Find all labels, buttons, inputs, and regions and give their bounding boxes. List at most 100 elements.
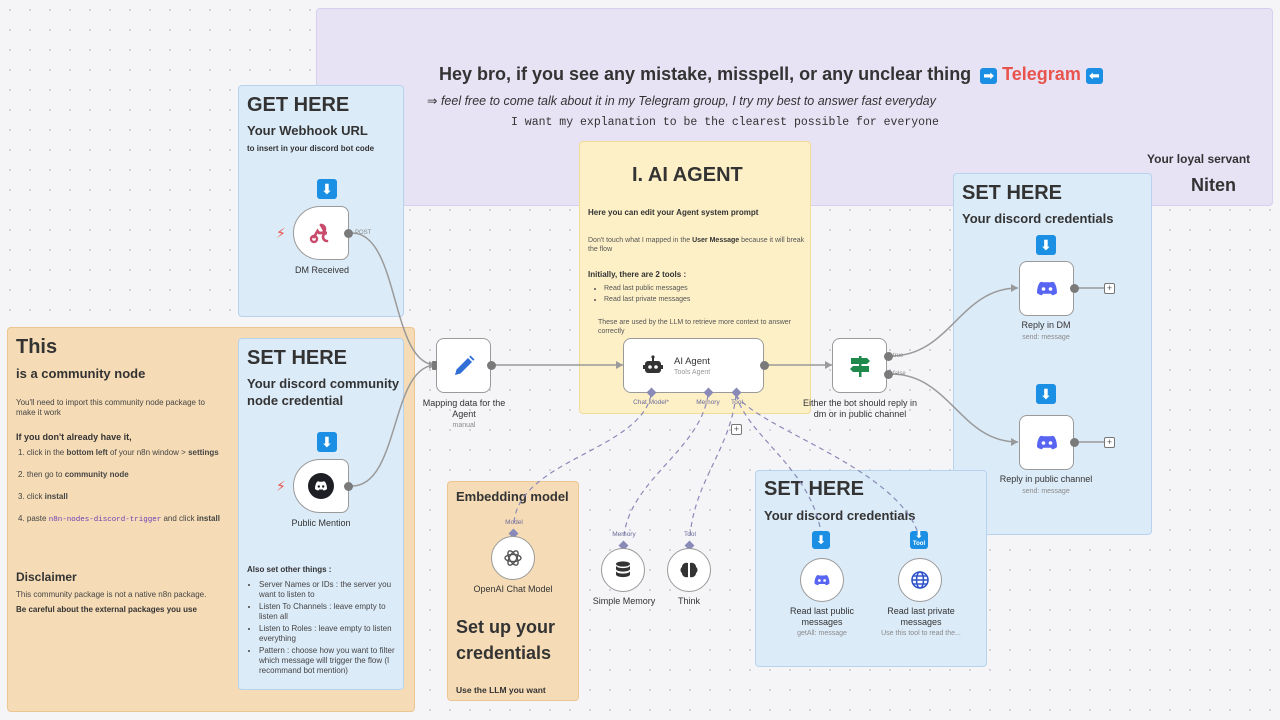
discord-icon: [814, 574, 830, 585]
read-private-sub: Use this tool to read the...: [881, 630, 961, 637]
mapping-sub: manual: [452, 422, 476, 429]
simple-memory-node[interactable]: [601, 548, 645, 592]
trigger-bolt-icon: ⚡: [276, 225, 286, 241]
pencil-icon: [454, 355, 474, 375]
dm-received-node[interactable]: [293, 206, 349, 260]
reply-dm-output-port[interactable]: [1070, 284, 1079, 293]
think-node[interactable]: [667, 548, 711, 592]
agent-tool-item: Read last public messages: [604, 285, 690, 294]
agent-tools-heading: Initially, there are 2 tools :: [588, 270, 687, 279]
step4-text-c: install: [196, 514, 220, 523]
step1-text-b: bottom left: [66, 448, 108, 457]
credential-item: Listen To Channels : leave empty to list…: [259, 602, 395, 622]
step3-text-b: install: [44, 492, 68, 501]
edge-memory-to-agent: [623, 394, 709, 537]
read-private-node[interactable]: [898, 558, 942, 602]
agent-chat-model-label: Chat Model*: [633, 399, 669, 406]
community-step-4: 4. paste n8n-nodes-discord-trigger and c…: [18, 514, 220, 524]
if-false-label: false: [893, 371, 906, 377]
community-step-3: 3. click install: [18, 492, 68, 501]
read-public-node[interactable]: [800, 558, 844, 602]
agent-memory-label: Memory: [696, 399, 720, 406]
reply-dm-sub: send: message: [1022, 334, 1070, 341]
public-mention-label: Public Mention: [291, 518, 351, 528]
agent-dont-touch: Don't touch what I mapped in the User Me…: [588, 236, 808, 255]
discord-icon: [1036, 281, 1057, 295]
credential-item: Server Names or IDs : the server you wan…: [259, 580, 395, 600]
disclaimer-text: This community package is not a native n…: [16, 590, 207, 599]
ai-agent-output-port[interactable]: [760, 361, 769, 370]
memory-port-label: Memory: [612, 531, 636, 538]
tools-note[interactable]: SET HERE Your discord credentials: [755, 470, 987, 667]
mapping-output-port[interactable]: [487, 361, 496, 370]
if-label: Either the bot should reply in dm or in …: [802, 398, 918, 420]
agent-tools-desc: These are used by the LLM to retrieve mo…: [598, 319, 791, 336]
openai-label: OpenAI Chat Model: [473, 584, 553, 594]
mapping-input-port[interactable]: [432, 361, 437, 370]
left-arrow-icon: ⬅: [1085, 68, 1103, 84]
agent-tool-label: Tool: [731, 399, 743, 406]
edge-think-to-agent: [689, 394, 737, 537]
simple-memory-label: Simple Memory: [592, 596, 656, 606]
read-public-sub: getAll: message: [797, 630, 847, 637]
trigger-bolt-icon: ⚡: [276, 478, 286, 494]
if-false-port[interactable]: [884, 370, 893, 379]
reply-dm-label: Reply in DM: [1021, 320, 1071, 330]
read-private-label: Read last private messages: [887, 606, 955, 628]
database-icon: [616, 561, 630, 578]
webhook-note[interactable]: GET HERE Your Webhook URL to insert in y…: [238, 85, 404, 317]
discord-cred-note-subtitle: Your discord credentials: [962, 211, 1114, 226]
ai-agent-sub: Tools Agent: [674, 368, 711, 376]
community-import-text: You'll need to import this community nod…: [16, 398, 205, 418]
ai-agent-label: AI Agent: [674, 355, 710, 367]
agent-tool-item: Read last private messages: [604, 296, 690, 305]
globe-icon: [911, 571, 929, 589]
down-arrow-icon: ⬇ Tool: [910, 531, 928, 549]
webhook-note-desc: to insert in your discord bot code: [247, 144, 375, 153]
mapping-node[interactable]: [436, 338, 491, 393]
discord-cred-note-title: SET HERE: [962, 182, 1063, 204]
brain-icon: [680, 562, 698, 578]
down-arrow-icon: ⬇: [1036, 235, 1056, 255]
agent-tools-list: Read last public messages Read last priv…: [594, 285, 690, 307]
reply-dm-add-button[interactable]: +: [1104, 283, 1115, 294]
step2-text-a: 2. then go to: [18, 470, 65, 479]
ai-agent-node[interactable]: AI Agent Tools Agent: [623, 338, 764, 393]
if-true-port[interactable]: [884, 352, 893, 361]
step3-text-a: 3. click: [18, 492, 45, 501]
banner-subline: ⇒ feel free to come talk about it in my …: [427, 94, 936, 108]
public-mention-output-port[interactable]: [344, 482, 353, 491]
telegram-link[interactable]: Telegram: [1002, 64, 1081, 84]
reply-public-add-button[interactable]: +: [1104, 437, 1115, 448]
dm-received-output-port[interactable]: [344, 229, 353, 238]
discord-icon: [1036, 435, 1057, 449]
banner-headline-row: Hey bro, if you see any mistake, misspel…: [439, 64, 1103, 85]
dont-touch-a: Don't touch what I mapped in the: [588, 237, 693, 244]
signpost-icon: [849, 355, 870, 377]
signature-label: Your loyal servant: [1147, 152, 1251, 166]
down-arrow-icon: ⬇: [812, 531, 830, 549]
embedding-setup: Set up your credentials: [456, 617, 556, 664]
tool-badge-text: Tool: [912, 541, 926, 547]
down-arrow-icon: ⬇: [317, 432, 337, 452]
openai-node[interactable]: [491, 536, 535, 580]
banner-mono-line: I want my explanation to be the clearest…: [511, 116, 939, 129]
tools-note-title: SET HERE: [764, 478, 865, 500]
dm-received-port-label: POST: [355, 230, 372, 236]
community-step-1: 1. click in the bottom left of your n8n …: [18, 448, 219, 457]
credential-also-heading: Also set other things :: [247, 565, 332, 574]
credential-note[interactable]: SET HERE Your discord community node cre…: [238, 338, 404, 690]
credential-item: Pattern : choose how you want to filter …: [259, 646, 395, 676]
agent-note[interactable]: I. AI AGENT Here you can edit your Agent…: [579, 141, 811, 414]
read-public-label: Read last public messages: [789, 606, 855, 628]
agent-add-tool-button[interactable]: +: [731, 424, 742, 435]
reply-public-output-port[interactable]: [1070, 438, 1079, 447]
arrow-if-in: [825, 361, 832, 369]
openai-icon: [504, 550, 522, 566]
reply-public-node[interactable]: [1019, 415, 1074, 470]
public-mention-node[interactable]: [293, 459, 349, 513]
if-node[interactable]: [832, 338, 887, 393]
robot-icon: [643, 354, 663, 373]
credential-item: Listen to Roles : leave empty to listen …: [259, 624, 395, 644]
reply-dm-node[interactable]: [1019, 261, 1074, 316]
